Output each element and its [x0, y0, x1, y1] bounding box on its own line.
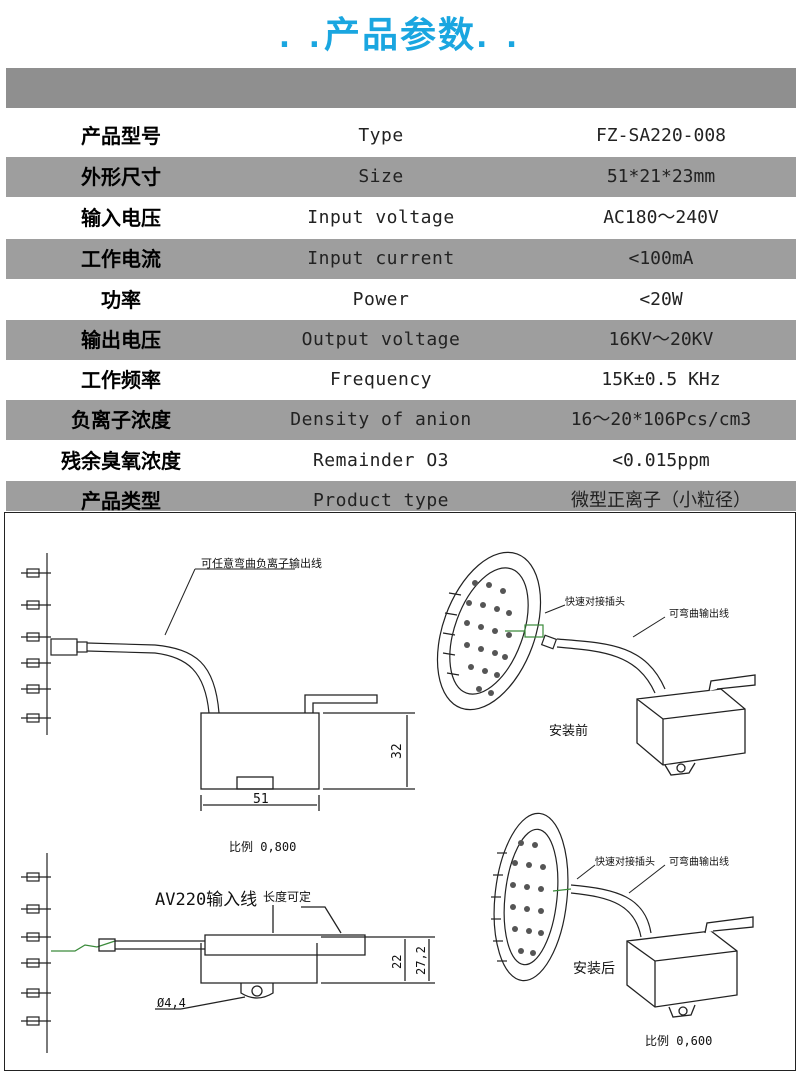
spec-label-en: Frequency: [329, 369, 433, 390]
generator-box-side: [51, 905, 435, 1010]
drawing-svg: 51 32 可任意弯曲负离子输出线 比例 0,800: [21, 551, 756, 1053]
generator-box-after: [626, 916, 754, 1018]
spec-label-cn: 负离子浓度: [71, 408, 171, 432]
spec-label-en: Type: [358, 125, 404, 146]
spec-row-anion-density: 负离子浓度 Density of anion 16～20*106Pcs/cm3: [6, 400, 796, 440]
title-dots-right: . .: [476, 20, 522, 55]
spec-value: AC180～240V: [603, 207, 719, 228]
dim-27: 27,2: [414, 946, 428, 975]
technical-drawing: 51 32 可任意弯曲负离子输出线 比例 0,800: [4, 512, 796, 1071]
label-input-line: AV220输入线: [155, 890, 257, 910]
spec-label-cn: 产品类型: [81, 489, 161, 511]
spec-label-cn: 工作电流: [81, 247, 161, 271]
dim-width: 51: [253, 792, 269, 807]
spec-label-cn: 功率: [101, 288, 141, 312]
generator-box-before: [636, 674, 756, 776]
label-quick-plug-bottom: 快速对接插头: [595, 855, 655, 868]
spec-label-en: Size: [358, 166, 404, 187]
spec-value: 16～20*106Pcs/cm3: [570, 409, 752, 430]
dim-height: 32: [390, 743, 405, 759]
spec-row-ozone: 残余臭氧浓度 Remainder O3 <0.015ppm: [6, 441, 796, 481]
spec-label-en: Input voltage: [307, 207, 455, 228]
spec-row-input-voltage: 输入电压 Input voltage AC180～240V: [6, 198, 796, 238]
emitter-comb-top: [21, 553, 51, 735]
dim-22: 22: [390, 955, 404, 969]
spec-row-output-voltage: 输出电压 Output voltage 16KV～20KV: [6, 320, 796, 360]
spec-value: <20W: [639, 289, 683, 310]
spec-table-header: [6, 68, 796, 108]
label-bendable-wire-bottom: 可弯曲输出线: [669, 855, 729, 868]
spec-row-product-type: 产品类型 Product type 微型正离子（小粒径）: [6, 481, 796, 511]
spec-label-en: Output voltage: [301, 329, 461, 350]
title-text: 产品参数: [323, 15, 476, 56]
label-bendable-wire-top: 可弯曲输出线: [669, 607, 729, 620]
spec-label-en: Remainder O3: [312, 450, 450, 471]
spec-value: 16KV～20KV: [608, 329, 714, 350]
scale-bottom: 比例 0,600: [645, 1034, 712, 1048]
spec-value: 51*21*23mm: [606, 166, 716, 187]
spec-label-cn: 工作频率: [81, 368, 161, 392]
spec-label-cn: 外形尺寸: [81, 165, 161, 189]
spec-row-input-current: 工作电流 Input current <100mA: [6, 239, 796, 279]
spec-label-cn: 输入电压: [81, 206, 161, 230]
spec-label-en: Power: [352, 289, 410, 310]
label-before-install: 安装前: [549, 723, 588, 739]
dim-hole: Ø4,4: [157, 996, 186, 1010]
scale-top: 比例 0,800: [229, 840, 296, 854]
note-length-customizable: 长度可定: [263, 889, 311, 904]
spec-label-en: Density of anion: [290, 409, 472, 430]
spec-row-frequency: 工作频率 Frequency 15K±0.5 KHz: [6, 360, 796, 400]
label-quick-plug-top: 快速对接插头: [565, 595, 625, 608]
wire-before: [505, 624, 666, 694]
spec-label-cn: 残余臭氧浓度: [61, 449, 181, 473]
wire-after: [552, 884, 652, 938]
spec-label-cn: 输出电压: [81, 328, 161, 352]
label-after-install: 安装后: [573, 961, 615, 977]
generator-box-top: [200, 694, 415, 811]
title-bar: . .产品参数. .: [0, 0, 800, 62]
emitter-disc-after: [491, 812, 569, 982]
note-bendable-anion-wire: 可任意弯曲负离子输出线: [201, 556, 322, 570]
spec-value: 微型正离子（小粒径）: [571, 490, 751, 511]
spec-row-type: 产品型号 Type FZ-SA220-008: [6, 116, 796, 156]
spec-value: 15K±0.5 KHz: [601, 369, 721, 390]
spec-row-size: 外形尺寸 Size 51*21*23mm: [6, 157, 796, 197]
output-wire-top: [50, 638, 220, 714]
page-title: . .产品参数. .: [279, 6, 522, 58]
title-dots-left: . .: [278, 20, 324, 55]
spec-row-power: 功率 Power <20W: [6, 280, 796, 320]
emitter-comb-bottom: [21, 853, 51, 1053]
spec-label-en: Product type: [312, 490, 450, 511]
spec-value: <0.015ppm: [612, 450, 710, 471]
spec-label-cn: 产品型号: [81, 124, 161, 148]
emitter-disc-before: [436, 551, 542, 711]
spec-label-en: Input current: [307, 248, 455, 269]
spec-value: <100mA: [628, 248, 694, 269]
spec-value: FZ-SA220-008: [595, 125, 727, 146]
